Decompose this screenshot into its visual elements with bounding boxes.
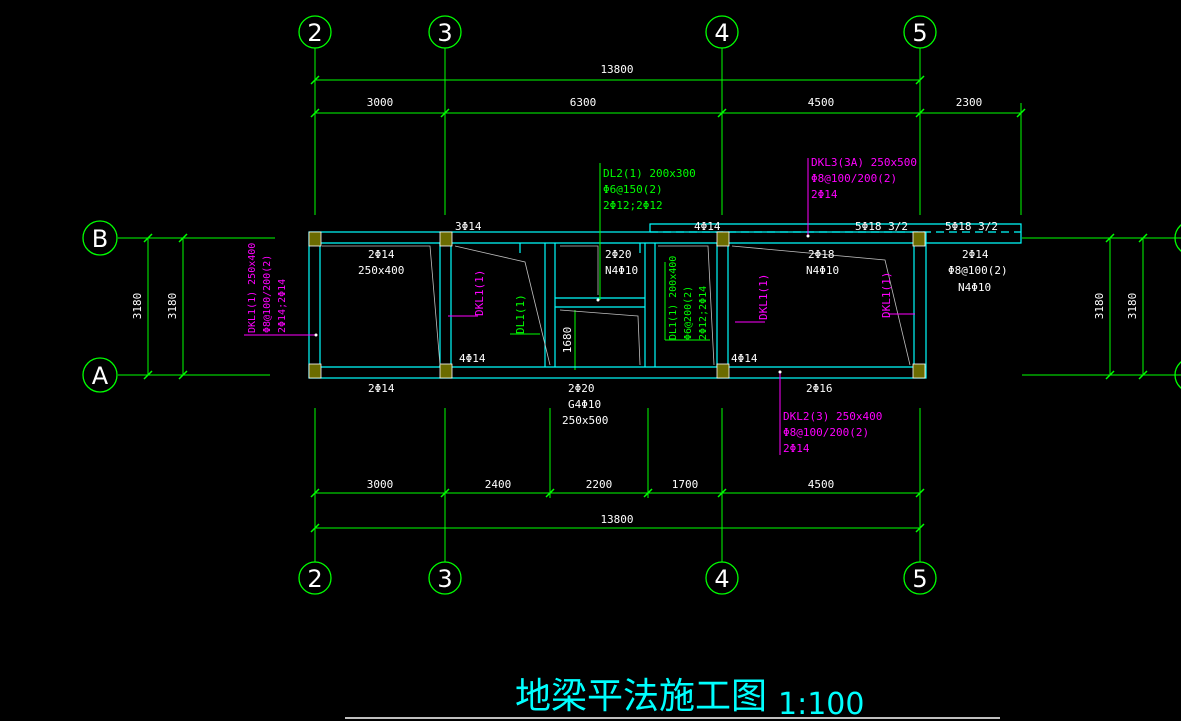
grid-label-bottom-3: 3 [437,565,452,593]
dim-top-total: 13800 [600,63,633,76]
leader-dots [314,234,810,374]
callout-dkl3-line1: DKL3(3A) 250x500 [811,156,917,169]
rebar-top-5phi18-right: 5Φ18 3/2 [945,220,998,233]
beam-label-dkl1-b: DKL1(1) [757,274,770,320]
rebar-bot-4phi14-a: 4Φ14 [459,352,486,365]
drawing-title: 地梁平法施工图 [515,676,767,717]
column-hatches [308,231,926,379]
reference-lines [322,245,911,366]
dimension-ticks-bottom [310,488,925,533]
grid-label-top-2: 2 [307,19,322,47]
dim-top-seg-4: 2300 [956,96,983,109]
rebar-right-3: N4Φ10 [958,281,991,294]
grid-label-bottom-5: 5 [912,565,927,593]
grid-label-a: A [92,362,109,390]
rebar-right-2: Φ8@100(2) [948,264,1008,277]
grid-bubbles-top [298,15,937,49]
dim-bot-total: 13800 [600,513,633,526]
beam-label-dkl1-c: DKL1(1) [880,272,893,318]
rebar-span1-size: 250x400 [358,264,404,277]
rebar-right-1: 2Φ14 [962,248,989,261]
dim-right-outer: 3180 [1126,293,1139,320]
dim-bot-seg-1: 3000 [367,478,394,491]
dim-bot-seg-5: 4500 [808,478,835,491]
callout-dkl1-left-line3: 2Φ14;2Φ14 [277,279,288,333]
rebar-span4-top: 2Φ18 [808,248,835,261]
dim-bot-seg-4: 1700 [672,478,699,491]
dim-top-seg-2: 6300 [570,96,597,109]
dim-top-seg-1: 3000 [367,96,394,109]
callout-dkl1-left-line2: Φ8@100/200(2) [262,255,273,333]
grid-label-bottom-4: 4 [714,565,729,593]
dimension-lines-bottom [315,492,920,529]
grid-bubbles-bottom [298,561,937,595]
callout-dl2-line2: Φ6@150(2) [603,183,663,196]
dim-inner-1680: 1680 [561,327,574,354]
dim-right-inner: 3180 [1093,293,1106,320]
grid-label-bottom-2: 2 [307,565,322,593]
rebar-span1-top: 2Φ14 [368,248,395,261]
annotation-leaders [244,158,915,455]
beam-plan [308,223,1022,379]
rebar-bot-mid-1: 2Φ20 [568,382,595,395]
beam-label-dl1: DL1(1) [514,294,527,334]
grid-bubbles-side [82,220,1181,393]
rebar-top-5phi18: 5Φ18 3/2 [855,220,908,233]
callout-dl1-mid-line3: 2Φ12;2Φ14 [698,286,709,340]
drawing-scale: 1:100 [778,687,864,721]
grid-label-top-4: 4 [714,19,729,47]
dim-left-outer: 3180 [131,293,144,320]
dimension-ticks-side [143,233,1148,380]
rebar-span4-n: N4Φ10 [806,264,839,277]
callout-dl2-line1: DL2(1) 200x300 [603,167,696,180]
callout-dkl3-line3: 2Φ14 [811,188,838,201]
rebar-span3-top: 2Φ20 [605,248,632,261]
rebar-bot-mid-3: 250x500 [562,414,608,427]
grid-label-top-5: 5 [912,19,927,47]
dim-bot-seg-3: 2200 [586,478,613,491]
grid-lines [118,48,1181,562]
callout-dl2-line3: 2Φ12;2Φ12 [603,199,663,212]
callout-dl1-mid-line2: Φ6@200(2) [683,286,694,340]
rebar-bot-mid-2: G4Φ10 [568,398,601,411]
dimension-lines-side [147,238,1144,375]
grid-label-b: B [92,225,108,253]
dimension-ticks-top [310,75,1026,118]
callout-dkl2-line3: 2Φ14 [783,442,810,455]
rebar-top-3phi14: 3Φ14 [455,220,482,233]
rebar-top-4phi14: 4Φ14 [694,220,721,233]
rebar-span3-n: N4Φ10 [605,264,638,277]
dim-top-seg-3: 4500 [808,96,835,109]
rebar-bot-4phi14-b: 4Φ14 [731,352,758,365]
rebar-bot-span4: 2Φ16 [806,382,833,395]
beam-label-dkl1-a: DKL1(1) [473,270,486,316]
callout-dkl3-line2: Φ8@100/200(2) [811,172,897,185]
dim-left-inner: 3180 [166,293,179,320]
callout-dl1-mid-line1: DL1(1) 200x400 [668,256,679,340]
dim-bot-seg-2: 2400 [485,478,512,491]
callout-dkl2-line2: Φ8@100/200(2) [783,426,869,439]
callout-dkl1-left-line1: DKL1(1) 250x400 [247,243,258,333]
callout-dkl2-line1: DKL2(3) 250x400 [783,410,882,423]
rebar-bot-span1: 2Φ14 [368,382,395,395]
grid-label-top-3: 3 [437,19,452,47]
dimension-lines-top [315,79,1021,114]
